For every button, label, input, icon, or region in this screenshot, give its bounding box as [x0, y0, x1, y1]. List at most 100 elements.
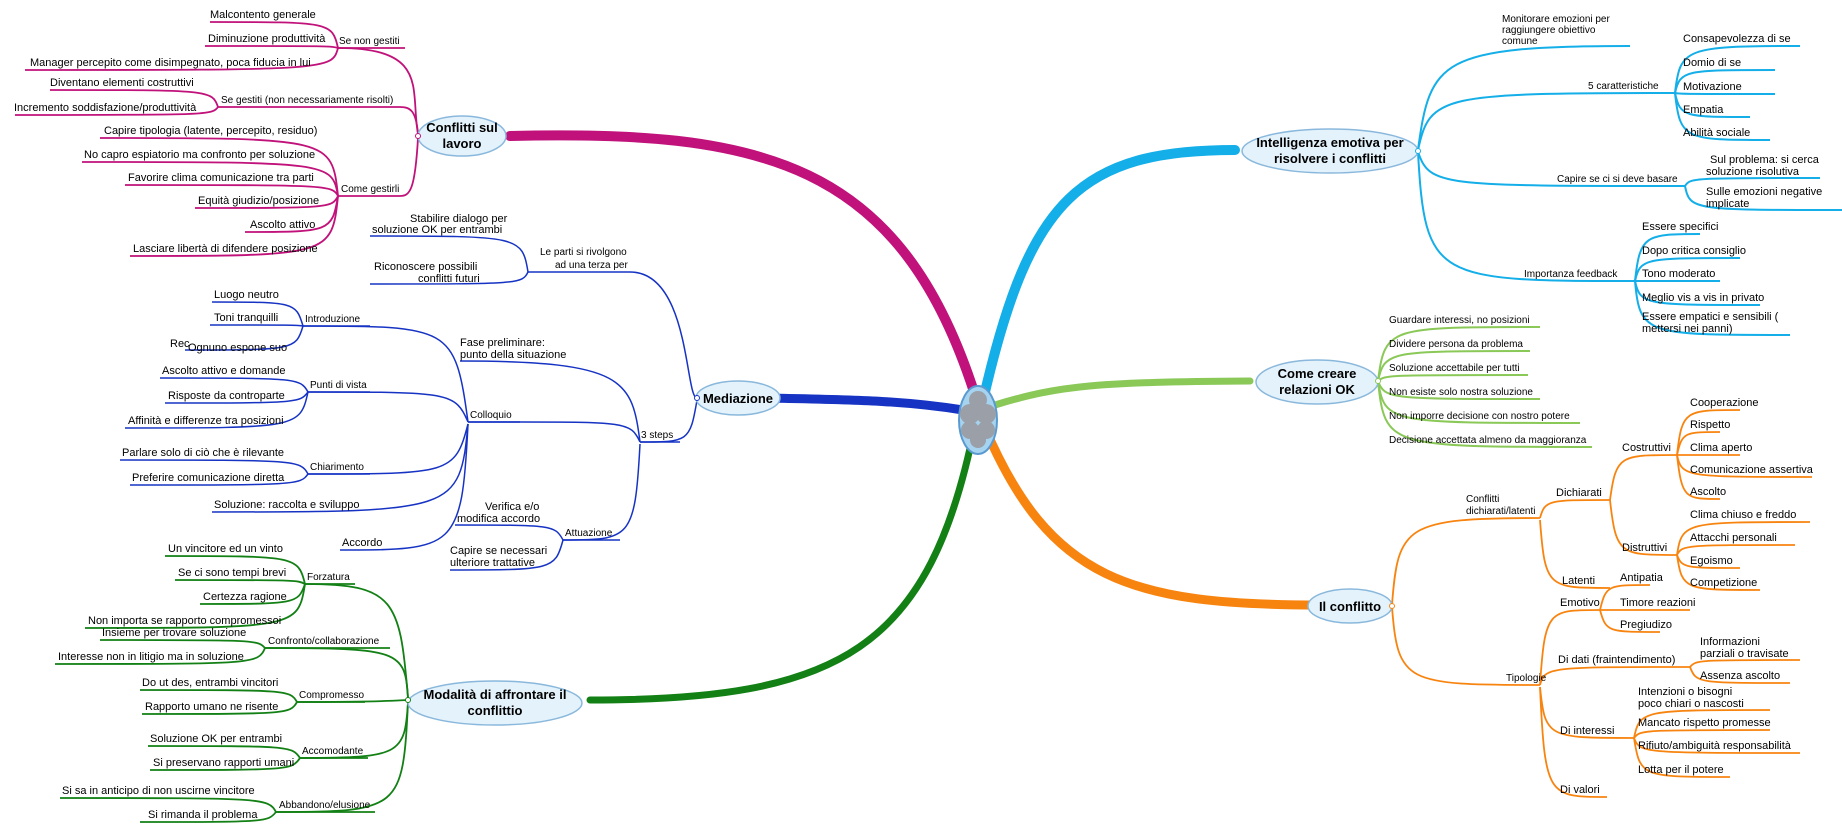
leaf: Accordo [342, 537, 382, 549]
leaf: Comunicazione assertiva [1690, 464, 1814, 476]
three-steps: 3 steps [641, 430, 673, 441]
leaf: Sulle emozioni negative [1706, 186, 1822, 198]
leaf: Lotta per il potere [1638, 764, 1724, 776]
abbandono: Abbandono/elusione [279, 800, 371, 811]
topic-intelligenza [1417, 45, 1842, 336]
leaf: Ascolto attivo e domande [162, 365, 286, 377]
leaf: conflitti futuri [418, 273, 480, 285]
leaf: Capire se necessari [450, 545, 547, 557]
leaf: Ascolto [1690, 486, 1726, 498]
leaf: No capro espiatorio ma confronto per sol… [84, 149, 315, 161]
leaf: Stabilire dialogo per [410, 213, 508, 225]
le-parti-1: Le parti si rivolgono [540, 247, 627, 258]
center-node[interactable] [958, 385, 998, 455]
monitorare-3: comune [1502, 36, 1538, 47]
conflitti-labels: Conflitti sul lavoro Se non gestiti Malc… [14, 9, 507, 255]
leaf: Dopo critica consiglio [1642, 245, 1746, 257]
topic-relazioni [1377, 326, 1593, 448]
leaf: Dividere persona da problema [1389, 339, 1523, 350]
branch-intelligenza [980, 145, 1240, 397]
leaf: mettersi nei panni) [1642, 323, 1733, 335]
come-gestirli: Come gestirli [341, 184, 399, 195]
leaf: Ascolto attivo [250, 219, 315, 231]
leaf: Attacchi personali [1690, 532, 1777, 544]
leaf: Risposte da controparte [168, 390, 285, 402]
modalita-labels: Modalità di affrontare il conflittio For… [58, 543, 583, 821]
intelligenza-title-1: Intelligenza emotiva per [1256, 135, 1403, 150]
distruttivi: Distruttivi [1622, 542, 1667, 554]
dichiarati-latenti-1: Conflitti [1466, 494, 1499, 505]
leaf: Soluzione accettabile per tutti [1389, 363, 1520, 374]
leaf: Clima aperto [1690, 442, 1752, 454]
leaf: Informazioni [1700, 636, 1760, 648]
leaf: implicate [1706, 198, 1749, 210]
conflitti-title-2: lavoro [442, 136, 481, 151]
confronto: Confronto/collaborazione [268, 636, 380, 647]
cloud-icon [960, 391, 996, 448]
leaf: Essere empatici e sensibili ( [1642, 311, 1779, 323]
leaf: Luogo neutro [214, 289, 279, 301]
capire: Capire se ci si deve basare [1557, 174, 1678, 185]
leaf: Do ut des, entrambi vincitori [142, 677, 278, 689]
leaf: Rispetto [1690, 419, 1730, 431]
leaf: Rifiuto/ambiguità responsabilità [1638, 740, 1792, 752]
leaf: Diminuzione produttività [208, 33, 326, 45]
leaf: Fase preliminare: [460, 337, 545, 349]
leaf: Toni tranquilli [214, 312, 278, 324]
leaf: Competizione [1690, 577, 1757, 589]
leaf: Decisione accettata almeno da maggioranz… [1389, 435, 1587, 446]
leaf: Meglio vis a vis in privato [1642, 292, 1764, 304]
forzatura: Forzatura [307, 572, 350, 583]
relazioni-title-1: Come creare [1278, 366, 1357, 381]
leaf: Empatia [1683, 104, 1724, 116]
leaf: Motivazione [1683, 81, 1742, 93]
di-valori: Di valori [1560, 784, 1600, 796]
leaf: Consapevolezza di se [1683, 33, 1791, 45]
leaf: Sul problema: si cerca [1710, 154, 1820, 166]
leaf: Certezza ragione [203, 591, 287, 603]
leaf: Favorire clima comunicazione tra parti [128, 172, 314, 184]
branch-conflitto [980, 423, 1325, 610]
topic-conflitto [1391, 409, 1813, 798]
leaf: modifica accordo [457, 513, 540, 525]
leaf: Cooperazione [1690, 397, 1759, 409]
branch-modalita [586, 421, 979, 704]
leaf: Non esiste solo nostra soluzione [1389, 387, 1533, 398]
leaf: Assenza ascolto [1700, 670, 1780, 682]
leaf: Diventano elementi costruttivi [50, 77, 194, 89]
leaf: Interesse non in litigio ma in soluzione [58, 651, 244, 663]
conflitto-labels: Il conflitto Conflitti dichiarati/latent… [1307, 397, 1814, 796]
main-branches [505, 130, 1325, 704]
mediazione-labels: Mediazione Le parti si rivolgono ad una … [122, 213, 781, 569]
leaf: Rec [170, 338, 190, 350]
leaf: Equità giudizio/posizione [198, 195, 319, 207]
leaf: Egoismo [1690, 555, 1733, 567]
emotivo: Emotivo [1560, 597, 1600, 609]
leaf: Si preservano rapporti umani [153, 757, 294, 769]
leaf: Capire tipologia (latente, percepito, re… [104, 125, 317, 137]
costruttivi: Costruttivi [1622, 442, 1671, 454]
caratteristiche: 5 caratteristiche [1588, 81, 1659, 92]
leaf: Affinità e differenze tra posizioni [128, 415, 284, 427]
monitorare-2: raggiungere obiettivo [1502, 25, 1596, 36]
di-interessi: Di interessi [1560, 725, 1614, 737]
leaf: soluzione OK per entrambi [372, 224, 502, 236]
leaf: parziali o travisate [1700, 648, 1789, 660]
leaf: Incremento soddisfazione/produttività [14, 102, 197, 114]
colloquio: Colloquio [470, 410, 512, 421]
dichiarati-latenti-2: dichiarati/latenti [1466, 506, 1535, 517]
leaf: Lasciare libertà di difendere posizione [133, 243, 318, 255]
leaf: Non importa se rapporto compromessoi [88, 615, 281, 627]
modalita-title-2: conflittio [468, 703, 523, 718]
leaf: Riconoscere possibili [374, 261, 477, 273]
intelligenza-title-2: risolvere i conflitti [1274, 151, 1386, 166]
se-gestiti: Se gestiti (non necessariamente risolti) [221, 95, 393, 106]
leaf: Timore reazioni [1620, 597, 1695, 609]
leaf: punto della situazione [460, 349, 566, 361]
leaf: Non imporre decisione con nostro potere [1389, 411, 1570, 422]
leaf: Abilità sociale [1683, 127, 1750, 139]
intelligenza-labels: Intelligenza emotiva per risolvere i con… [1241, 14, 1822, 335]
leaf: Parlare solo di ciò che è rilevante [122, 447, 284, 459]
leaf: Mancato rispetto promesse [1638, 717, 1771, 729]
